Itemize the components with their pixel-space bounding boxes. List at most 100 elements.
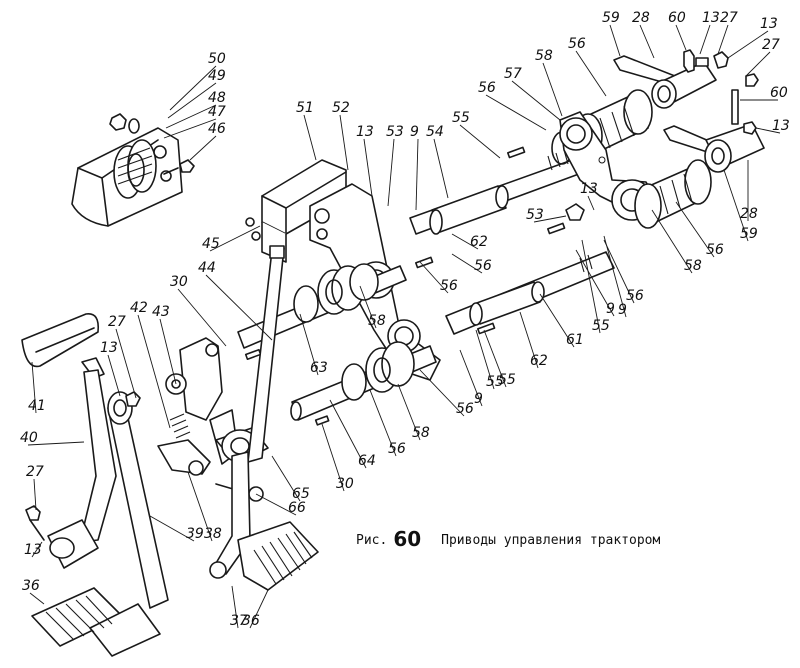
callout-label: 52 [332, 100, 350, 116]
callout-label: 51 [296, 100, 314, 116]
pedal-41 [21, 313, 105, 379]
central-lever-assembly [157, 337, 269, 502]
part-drawings [21, 49, 765, 657]
leader-line [255, 493, 297, 516]
callout-label: 55 [486, 374, 504, 390]
leader-line [587, 195, 595, 211]
pedal-housing-cover [71, 127, 183, 227]
callout-label: 30 [170, 274, 188, 290]
nut-49-50 [109, 113, 140, 134]
leader-line [209, 225, 261, 252]
pedal-arm-39 [107, 391, 169, 609]
caption-prefix: Рис. [356, 533, 388, 548]
callout-label: 9 [474, 391, 483, 407]
callout-label: 37 [230, 613, 248, 629]
callout-label: 60 [770, 85, 788, 101]
leader-line [675, 201, 715, 258]
caption-number: 60 [393, 527, 422, 551]
lever-rod-44 [247, 245, 285, 463]
leader-line [727, 30, 769, 59]
callout-label: 36 [242, 613, 260, 629]
callout-label: 54 [426, 124, 444, 140]
leader-line [249, 589, 269, 629]
callout-label: 62 [530, 353, 548, 369]
callout-label: 56 [626, 288, 644, 304]
callout-label: 27 [108, 314, 126, 330]
callout-label: 13 [100, 340, 118, 356]
callout-label: 56 [478, 80, 496, 96]
leader-line [387, 138, 395, 207]
callout-label: 27 [720, 10, 738, 26]
leader-line [31, 361, 37, 414]
callout-label: 56 [456, 401, 474, 417]
caption-title: Приводы управления трактором [441, 533, 661, 548]
callout-label: 41 [28, 398, 46, 414]
leader-line [433, 138, 449, 199]
leader-line [187, 471, 213, 542]
leader-line [369, 389, 397, 457]
leader-line [397, 383, 421, 441]
callout-label: 61 [566, 332, 584, 348]
callout-label: 56 [474, 258, 492, 274]
callout-label: 47 [208, 104, 226, 120]
callout-label: 36 [22, 578, 40, 594]
leader-line [167, 82, 217, 119]
leader-line [603, 235, 627, 318]
leader-line [31, 541, 43, 558]
bolt-46-47 [163, 159, 195, 175]
callout-label: 50 [208, 51, 226, 67]
callout-label: 9 [618, 302, 627, 318]
leader-line [533, 215, 567, 223]
leader-line [639, 24, 655, 59]
leader-line [271, 455, 301, 502]
callout-label: 28 [740, 206, 758, 222]
leader-line [359, 285, 377, 329]
leader-line [321, 423, 345, 492]
left-shaft-30 [237, 263, 407, 361]
leader-line [137, 314, 171, 429]
leader-line [459, 349, 483, 407]
leader-line [339, 114, 349, 171]
callout-label: 9 [410, 124, 419, 140]
callout-label: 58 [684, 258, 702, 274]
leader-line [231, 585, 239, 629]
callout-label: 56 [440, 278, 458, 294]
callout-label: 53 [386, 124, 404, 140]
leader-line [149, 515, 195, 542]
leader-line [511, 80, 561, 121]
callout-label: 27 [762, 37, 780, 53]
leader-line [159, 318, 177, 385]
callout-label: 44 [198, 260, 216, 276]
callout-label: 30 [336, 476, 354, 492]
leader-line [651, 209, 693, 274]
leader-line [107, 354, 121, 397]
callout-label: 13 [702, 10, 720, 26]
callout-label: 66 [288, 500, 306, 516]
callout-label: 64 [358, 453, 376, 469]
leader-line [451, 233, 479, 250]
leader-line [303, 114, 317, 161]
callout-label: 42 [130, 300, 148, 316]
callout-label: 46 [208, 121, 226, 137]
leader-line [483, 329, 507, 388]
figure-caption: Рис. 60 Приводы управления трактором [356, 527, 660, 551]
leader-line [419, 261, 449, 294]
callout-label: 13 [772, 118, 790, 134]
callout-label: 56 [388, 441, 406, 457]
leader-line [519, 311, 539, 369]
callout-label: 48 [208, 90, 226, 106]
callout-label: 27 [26, 464, 44, 480]
leader-line [33, 478, 37, 511]
callout-label: 55 [498, 372, 516, 388]
callout-label: 60 [668, 10, 686, 26]
callout-label: 57 [504, 66, 522, 82]
callout-label: 62 [470, 234, 488, 250]
callout-label: 43 [152, 304, 170, 320]
leader-line [755, 127, 781, 134]
callout-label: 55 [452, 110, 470, 126]
callout-label: 59 [602, 10, 620, 26]
callout-label: 13 [356, 124, 374, 140]
leader-line [717, 24, 729, 55]
